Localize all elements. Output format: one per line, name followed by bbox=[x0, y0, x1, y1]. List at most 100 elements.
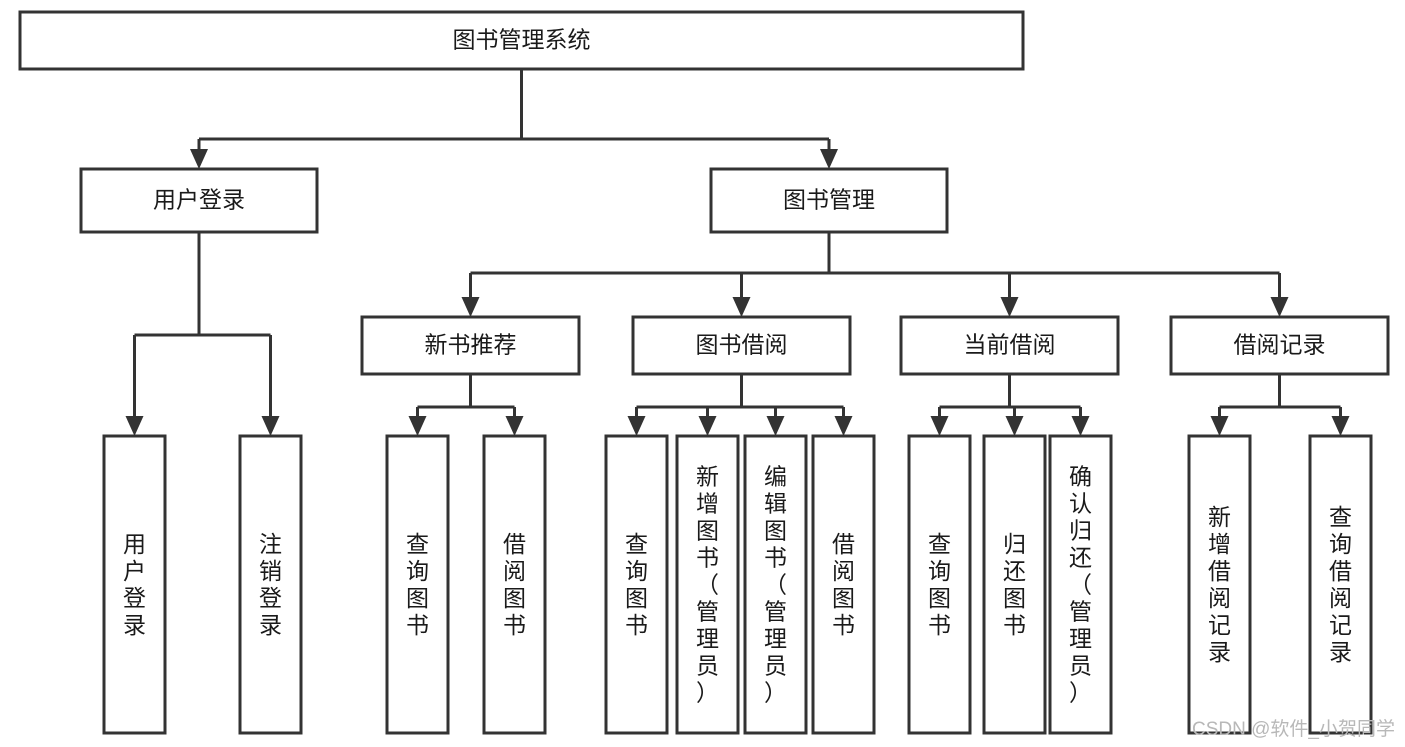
svg-text:图: 图 bbox=[625, 585, 648, 611]
arrowhead-icon bbox=[834, 416, 853, 436]
node-box bbox=[675, 434, 740, 735]
svg-text:）: ） bbox=[696, 680, 719, 706]
svg-text:新: 新 bbox=[1208, 504, 1231, 530]
node-box bbox=[982, 434, 1047, 735]
svg-text:图: 图 bbox=[696, 518, 719, 544]
svg-text:书: 书 bbox=[625, 612, 648, 638]
node-box bbox=[385, 434, 450, 735]
svg-text:归: 归 bbox=[1003, 531, 1026, 557]
arrowhead-icon bbox=[261, 416, 280, 436]
node-current-borrow[interactable]: 当前借阅 bbox=[899, 315, 1120, 376]
svg-text:员: 员 bbox=[1069, 653, 1092, 679]
node-leaf-user-login[interactable]: 用户登录 bbox=[102, 434, 167, 735]
node-box bbox=[631, 315, 852, 376]
svg-text:录: 录 bbox=[259, 612, 282, 638]
svg-text:）: ） bbox=[764, 680, 787, 706]
svg-text:注: 注 bbox=[259, 531, 282, 557]
svg-text:查: 查 bbox=[1329, 504, 1352, 530]
node-label: 图书管理 bbox=[783, 187, 875, 213]
svg-text:阅: 阅 bbox=[503, 558, 526, 584]
node-root[interactable]: 图书管理系统 bbox=[18, 10, 1025, 71]
arrowhead-icon bbox=[1210, 416, 1229, 436]
svg-text:询: 询 bbox=[406, 558, 429, 584]
svg-text:书: 书 bbox=[503, 612, 526, 638]
node-label: 图书管理系统 bbox=[453, 27, 591, 53]
svg-text:还: 还 bbox=[1069, 545, 1092, 571]
svg-text:录: 录 bbox=[1208, 639, 1231, 665]
svg-text:编: 编 bbox=[764, 464, 787, 490]
node-box bbox=[899, 315, 1120, 376]
node-new-book-rec[interactable]: 新书推荐 bbox=[360, 315, 581, 376]
arrowhead-icon bbox=[930, 416, 949, 436]
node-borrow-record[interactable]: 借阅记录 bbox=[1169, 315, 1390, 376]
svg-text:记: 记 bbox=[1208, 612, 1231, 638]
arrowhead-icon bbox=[1005, 416, 1024, 436]
node-book-borrow[interactable]: 图书借阅 bbox=[631, 315, 852, 376]
node-book-manage[interactable]: 图书管理 bbox=[709, 167, 949, 234]
svg-text:书: 书 bbox=[696, 545, 719, 571]
svg-text:借: 借 bbox=[1329, 558, 1352, 584]
connector-layer bbox=[125, 69, 1350, 436]
svg-text:询: 询 bbox=[625, 558, 648, 584]
svg-text:书: 书 bbox=[832, 612, 855, 638]
node-user-login[interactable]: 用户登录 bbox=[79, 167, 319, 234]
arrowhead-icon bbox=[408, 416, 427, 436]
svg-text:图: 图 bbox=[503, 585, 526, 611]
arrowhead-icon bbox=[1270, 297, 1289, 317]
node-box bbox=[811, 434, 876, 735]
svg-text:管: 管 bbox=[764, 599, 787, 625]
node-label: 图书借阅 bbox=[696, 332, 788, 358]
svg-text:借: 借 bbox=[1208, 558, 1231, 584]
svg-text:录: 录 bbox=[123, 612, 146, 638]
svg-text:（: （ bbox=[764, 572, 787, 598]
svg-text:查: 查 bbox=[928, 531, 951, 557]
svg-text:书: 书 bbox=[764, 545, 787, 571]
svg-text:借: 借 bbox=[503, 531, 526, 557]
svg-text:登: 登 bbox=[123, 585, 146, 611]
svg-text:图: 图 bbox=[406, 585, 429, 611]
svg-text:阅: 阅 bbox=[832, 558, 855, 584]
svg-text:图: 图 bbox=[764, 518, 787, 544]
svg-text:阅: 阅 bbox=[1329, 585, 1352, 611]
svg-text:查: 查 bbox=[625, 531, 648, 557]
arrowhead-icon bbox=[125, 416, 144, 436]
node-box bbox=[360, 315, 581, 376]
arrowhead-icon bbox=[698, 416, 717, 436]
svg-text:询: 询 bbox=[928, 558, 951, 584]
node-box bbox=[1169, 315, 1390, 376]
svg-text:阅: 阅 bbox=[1208, 585, 1231, 611]
node-box bbox=[743, 434, 808, 735]
arrowhead-icon bbox=[505, 416, 524, 436]
node-box bbox=[79, 167, 319, 234]
arrowhead-icon bbox=[1071, 416, 1090, 436]
svg-text:）: ） bbox=[1069, 680, 1092, 706]
svg-text:增: 增 bbox=[696, 491, 719, 517]
svg-text:理: 理 bbox=[764, 626, 787, 652]
node-box bbox=[604, 434, 669, 735]
node-box bbox=[238, 434, 303, 735]
